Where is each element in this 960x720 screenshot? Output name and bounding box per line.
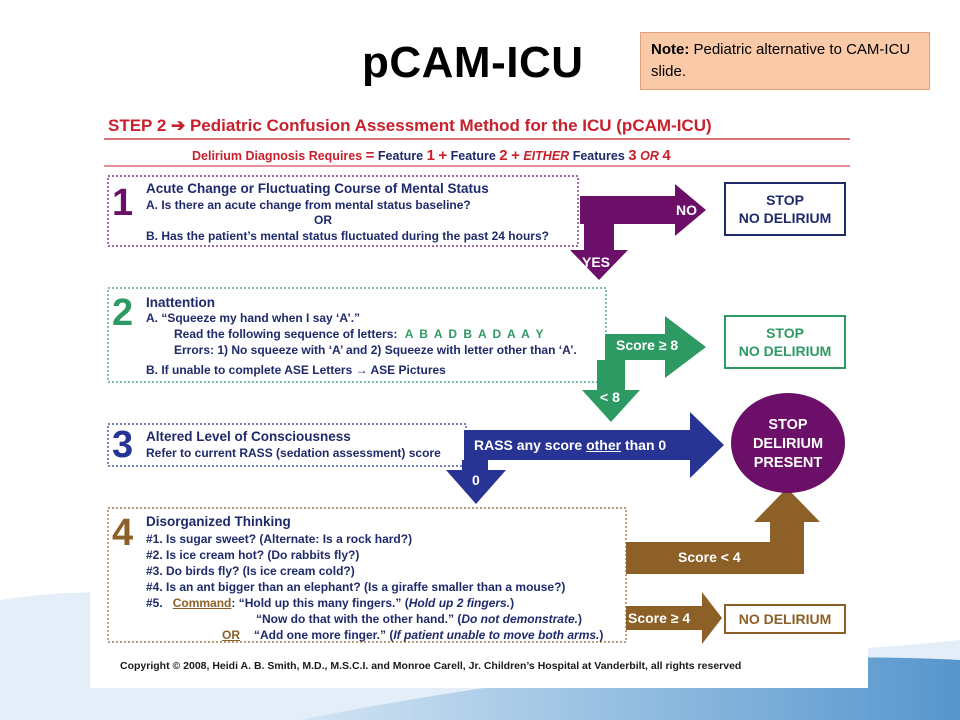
feature4-box <box>107 507 627 643</box>
present-line1: STOP <box>768 417 808 433</box>
feature2-line-b: B. If unable to complete ASE Letters → A… <box>146 363 446 377</box>
note-label: Note: <box>651 41 690 58</box>
feature3-title: Altered Level of Consciousness <box>146 429 351 444</box>
feature4-q5c: OR “Add one more finger.” (If patient una… <box>222 628 603 642</box>
feature2-letters-prefix: Read the following sequence of letters: <box>174 327 398 341</box>
feature4-q5b-end: ) <box>577 612 582 626</box>
arrow-label-lt8: < 8 <box>600 389 620 405</box>
feature1-number: 1 <box>112 182 134 224</box>
note-box: Note: Pediatric alternative to CAM-ICU s… <box>640 32 930 90</box>
arrow-label-rass: RASS any score other than 0 <box>474 437 666 453</box>
feature1-title: Acute Change or Fluctuating Course of Me… <box>146 181 489 196</box>
arrow-label-score-ge8: Score ≥ 8 <box>616 337 679 353</box>
feature4-q5c-italic: If patient unable to move both arms. <box>393 628 600 642</box>
feature2-title: Inattention <box>146 295 215 310</box>
feature4-q2: #2. Is ice cream hot? (Do rabbits fly?) <box>146 548 360 562</box>
feature1-or: OR <box>314 213 332 227</box>
feature4-q5c-end: ) <box>599 628 604 642</box>
requirement-either: EITHER <box>523 149 570 163</box>
navy-rass-arrow <box>446 412 724 504</box>
arrow-label-no: NO <box>676 202 697 218</box>
outcome1-line1: STOP <box>766 192 804 208</box>
feature3-number: 3 <box>112 424 134 466</box>
slide-title: pCAM-ICU <box>362 38 584 87</box>
feature1-line-a: A. Is there an acute change from mental … <box>146 198 471 212</box>
arrow-label-yes: YES <box>582 254 611 270</box>
delirium-present-oval <box>731 393 845 493</box>
feature1-line-b: B. Has the patient’s mental status fluct… <box>146 229 549 243</box>
feature2-letter-sequence: A B A D B A D A A Y <box>404 327 545 341</box>
feature2-line-a3: Errors: 1) No squeeze with ‘A’ and 2) Sq… <box>174 343 577 357</box>
purple-no-yes-arrow <box>570 184 706 280</box>
outcome2-line1: STOP <box>766 325 804 341</box>
requirement-equals: = <box>365 147 375 164</box>
brown-score-ge4-arrow <box>626 592 722 644</box>
note-text: Pediatric alternative to CAM-ICU slide. <box>651 41 911 80</box>
feature4-q3: #3. Do birds fly? (Is ice cream cold?) <box>146 564 355 578</box>
feature4-q5b-italic: Do not demonstrate. <box>461 612 578 626</box>
requirement-features-label: Features <box>572 149 625 163</box>
feature4-q4: #4. Is an ant bigger than an elephant? (… <box>146 580 566 594</box>
requirement-prefix: Delirium Diagnosis Requires <box>192 149 363 163</box>
feature4-q5b: “Now do that with the other hand.” (Do n… <box>256 612 582 626</box>
feature4-q5c-or: OR <box>222 628 240 642</box>
outcome2-line2: NO DELIRIUM <box>738 343 832 359</box>
requirement-feature2-label: Feature <box>450 149 496 163</box>
requirement-line: Delirium Diagnosis Requires = Feature 1 … <box>192 147 671 164</box>
feature4-q5c-text: “Add one more finger.” ( <box>254 628 394 642</box>
feature4-q5-italic: Hold up 2 fingers. <box>408 596 511 610</box>
feature4-q5-command: Command <box>172 596 232 610</box>
requirement-plus1: + <box>438 147 448 164</box>
present-line2: DELIRIUM <box>752 436 824 452</box>
feature3-line: Refer to current RASS (sedation assessme… <box>146 446 441 460</box>
requirement-plus2: + <box>511 147 520 164</box>
feature4-q5-prefix: #5. <box>146 596 163 610</box>
feature4-q1: #1. Is sugar sweet? (Alternate: Is a roc… <box>146 532 413 546</box>
feature4-q5-end: ) <box>510 596 515 610</box>
flowchart-panel: STEP 2 ➔ Pediatric Confusion Assessment … <box>90 104 868 688</box>
arrow-label-score-lt4: Score < 4 <box>678 549 741 565</box>
feature4-number: 4 <box>112 512 134 554</box>
outcome-no-delirium: NO DELIRIUM <box>724 604 846 634</box>
flowchart-graphics <box>104 138 850 644</box>
feature2-line-a: A. “Squeeze my hand when I say ‘A’.” <box>146 311 361 325</box>
feature4-q5: #5. Command: “Hold up this many fingers.… <box>146 596 514 610</box>
outcome1-line2: NO DELIRIUM <box>738 210 832 226</box>
feature1-box <box>107 175 579 247</box>
copyright: Copyright © 2008, Heidi A. B. Smith, M.D… <box>120 660 742 672</box>
outcome-stop-no-delirium-2: STOP NO DELIRIUM <box>724 315 846 369</box>
requirement-n3: 3 <box>628 147 637 164</box>
arrow-label-zero: 0 <box>472 472 480 488</box>
rass-other: other <box>586 437 622 453</box>
requirement-n1: 1 <box>426 147 435 164</box>
requirement-feature1-label: Feature <box>377 149 424 163</box>
step-header: STEP 2 ➔ Pediatric Confusion Assessment … <box>108 116 712 135</box>
feature4-q5-text: : “Hold up this many fingers.” ( <box>231 596 409 610</box>
outcome-delirium-present: STOP DELIRIUM PRESENT <box>732 416 844 473</box>
feature4-title: Disorganized Thinking <box>146 514 291 529</box>
feature4-q5b-text: “Now do that with the other hand.” ( <box>256 612 462 626</box>
rass-suffix: than 0 <box>621 437 667 453</box>
requirement-n2: 2 <box>499 147 508 164</box>
arrow-label-score-ge4: Score ≥ 4 <box>628 610 691 626</box>
requirement-or: OR <box>640 149 659 163</box>
feature2-line-a2: Read the following sequence of letters: … <box>174 327 545 341</box>
present-line3: PRESENT <box>753 455 823 471</box>
feature2-number: 2 <box>112 292 134 334</box>
rass-prefix: RASS any score <box>474 437 587 453</box>
requirement-n4: 4 <box>662 147 671 164</box>
green-score-arrow <box>582 316 706 422</box>
brown-score-lt4-arrow <box>626 488 820 574</box>
outcome-stop-no-delirium-1: STOP NO DELIRIUM <box>724 182 846 236</box>
